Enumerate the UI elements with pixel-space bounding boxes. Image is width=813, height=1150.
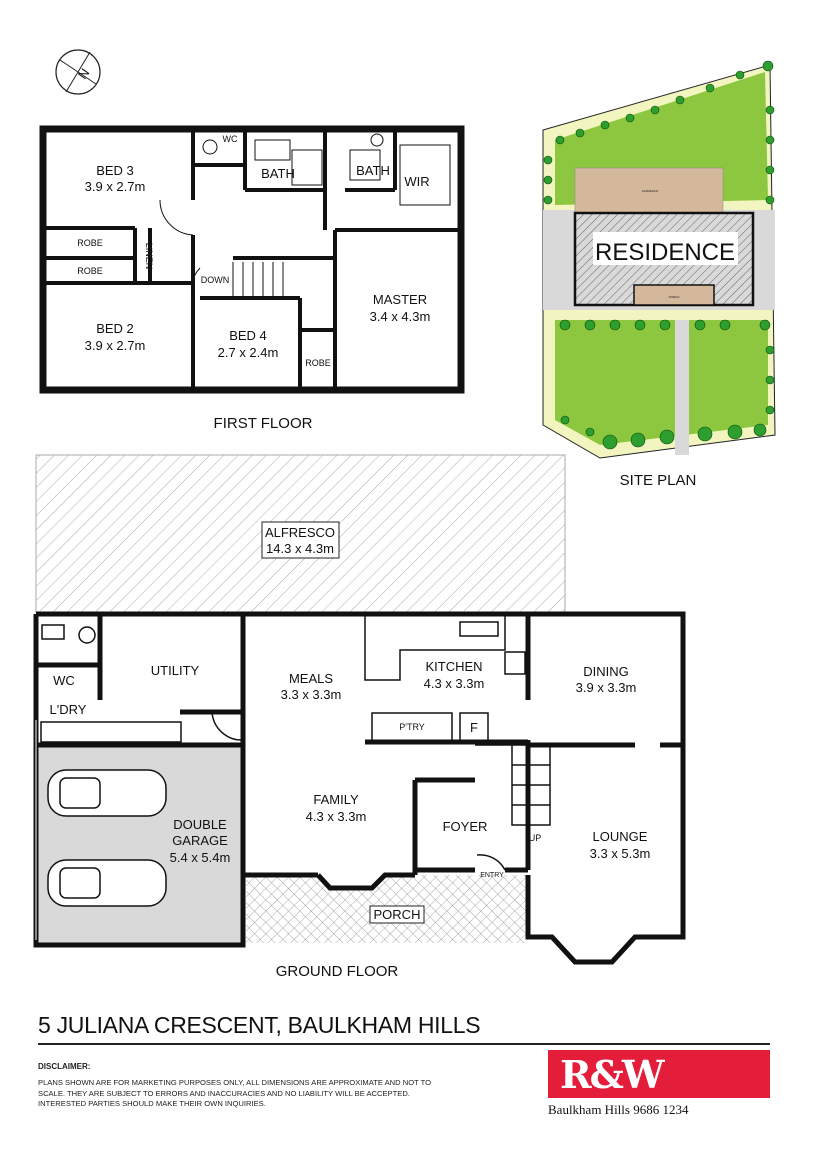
room-name: FAMILY bbox=[313, 792, 359, 807]
first-floor-labels: BED 3 3.9 x 2.7m BED 2 3.9 x 2.7m BED 4 … bbox=[77, 134, 430, 432]
property-address: 5 JULIANA CRESCENT, BAULKHAM HILLS bbox=[38, 1012, 481, 1038]
first-floor-plan bbox=[39, 125, 465, 394]
room-label: WC bbox=[223, 134, 238, 144]
site-alfresco-label: ALFRESCO bbox=[642, 189, 659, 193]
entry-label: ENTRY bbox=[480, 872, 504, 879]
room-size: 3.9 x 2.7m bbox=[85, 338, 146, 353]
agency-office: Baulkham Hills 9686 1234 bbox=[548, 1102, 689, 1117]
north-arrow-icon: N bbox=[55, 49, 101, 95]
room-size: 14.3 x 4.3m bbox=[266, 541, 334, 556]
ground-floor-labels: ALFRESCO 14.3 x 4.3m MEALS 3.3 x 3.3m KI… bbox=[50, 521, 651, 980]
room-label: F bbox=[470, 720, 478, 735]
stair-label: DOWN bbox=[201, 275, 230, 285]
site-plan-caption: SITE PLAN bbox=[620, 472, 697, 489]
room-size: 3.3 x 3.3m bbox=[281, 687, 342, 702]
porch-label: PORCH bbox=[374, 907, 421, 922]
ground-floor-plan bbox=[33, 454, 686, 965]
room-name: BED 4 bbox=[229, 328, 267, 343]
room-label: FOYER bbox=[443, 819, 488, 834]
room-name: DINING bbox=[583, 664, 629, 679]
car-icons bbox=[47, 769, 167, 907]
room-label: UTILITY bbox=[151, 663, 200, 678]
room-name: MEALS bbox=[289, 671, 333, 686]
room-size: 3.9 x 3.3m bbox=[576, 680, 637, 695]
room-label: L'DRY bbox=[50, 702, 87, 717]
disclaimer-text: PLANS SHOWN ARE FOR MARKETING PURPOSES O… bbox=[38, 1078, 431, 1108]
room-name: GARAGE bbox=[172, 833, 228, 848]
room-size: 4.3 x 3.3m bbox=[306, 809, 367, 824]
site-plan: RESIDENCE ALFRESCO PORCH SITE PLAN bbox=[542, 60, 776, 489]
disclaimer-heading: DISCLAIMER: bbox=[38, 1062, 91, 1071]
logo-text: R&W bbox=[560, 1052, 665, 1097]
room-size: 3.9 x 2.7m bbox=[85, 179, 146, 194]
room-size: 5.4 x 5.4m bbox=[170, 850, 231, 865]
room-label: WC bbox=[53, 673, 75, 688]
room-name: LOUNGE bbox=[593, 829, 648, 844]
room-size: 4.3 x 3.3m bbox=[424, 676, 485, 691]
room-name: DOUBLE bbox=[173, 817, 227, 832]
room-label: BATH bbox=[356, 163, 390, 178]
room-name: ALFRESCO bbox=[265, 525, 335, 540]
room-label: P'TRY bbox=[399, 722, 425, 732]
residence-label: RESIDENCE bbox=[595, 239, 735, 266]
first-floor-caption: FIRST FLOOR bbox=[214, 415, 313, 432]
room-name: BED 3 bbox=[96, 163, 134, 178]
ground-floor-caption: GROUND FLOOR bbox=[276, 963, 399, 980]
room-name: KITCHEN bbox=[425, 659, 482, 674]
room-label: WIR bbox=[404, 174, 429, 189]
room-label: ROBE bbox=[77, 266, 103, 276]
room-name: MASTER bbox=[373, 292, 427, 307]
room-label: BATH bbox=[261, 166, 295, 181]
site-porch-label: PORCH bbox=[669, 295, 680, 299]
room-size: 2.7 x 2.4m bbox=[218, 345, 279, 360]
room-size: 3.3 x 5.3m bbox=[590, 846, 651, 861]
room-label: ROBE bbox=[77, 238, 103, 248]
room-label: LINEN bbox=[144, 243, 154, 270]
room-name: BED 2 bbox=[96, 321, 134, 336]
divider bbox=[38, 1043, 770, 1045]
room-label: ROBE bbox=[305, 358, 331, 368]
room-size: 3.4 x 4.3m bbox=[370, 309, 431, 324]
stair-label: UP bbox=[529, 833, 542, 843]
garden-plants bbox=[543, 60, 775, 450]
agency-logo: R&W bbox=[548, 1050, 770, 1098]
